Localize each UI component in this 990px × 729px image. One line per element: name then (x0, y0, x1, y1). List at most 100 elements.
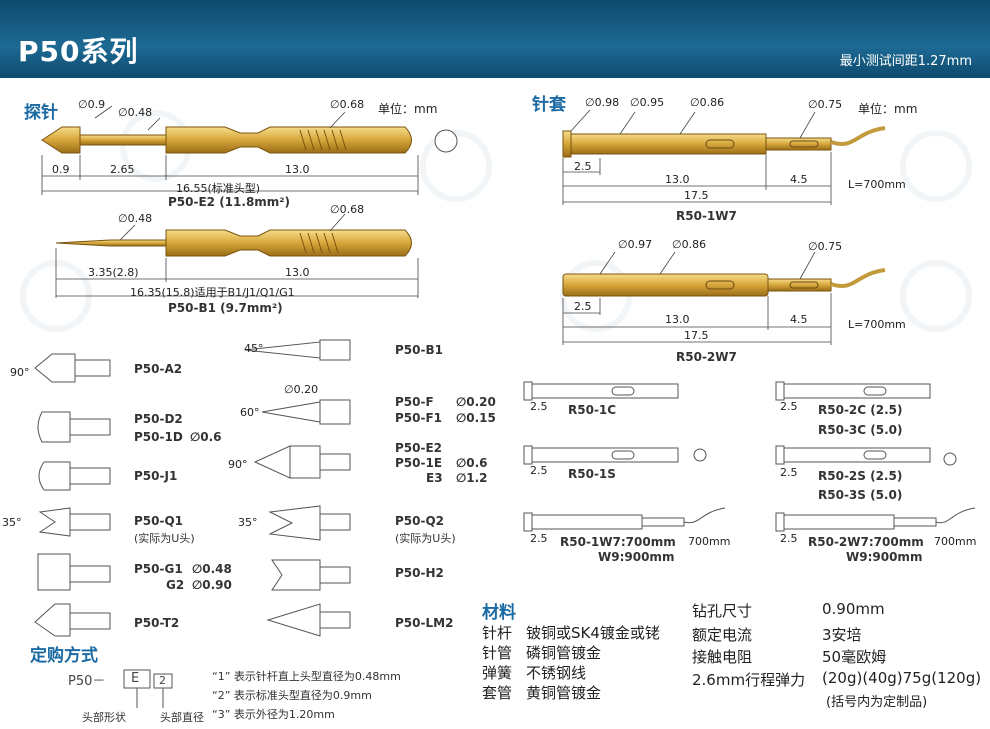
r1c-dim: 2.5 (530, 400, 548, 413)
sleeve-unit: 单位：mm (858, 102, 918, 116)
lm2-name: P50-LM2 (395, 616, 454, 630)
b1-model-name: P50-B1 (9.7mm²) (168, 301, 283, 315)
e2-dim2: 2.65 (110, 163, 135, 176)
g1-value: ∅0.48 (192, 562, 232, 576)
ordering-box-shape: E (131, 671, 140, 686)
r2w7-wire: L=700mm (848, 318, 906, 331)
material-value: 黄铜管镀金 (526, 684, 602, 702)
b1-total: 16.35(15.8)适用于B1/J1/Q1/G1 (130, 286, 295, 299)
head-shapes (34, 339, 351, 637)
r2s-dim: 2.5 (780, 466, 798, 479)
sm-r1w7-name: R50-1W7:700mm (560, 535, 676, 549)
q2-name: P50-Q2 (395, 514, 445, 528)
d2-diameter: ∅0.6 (190, 430, 222, 444)
r2w7-d3: ∅0.75 (808, 240, 843, 253)
page-header: P50系列 最小测试间距1.27mm (0, 0, 990, 78)
e2-model-name: P50-E2 (11.8mm²) (168, 195, 291, 209)
material-key: 针管 (482, 644, 513, 662)
e2-head-name: P50-E2 (395, 441, 443, 455)
b1-dim1: 3.35(2.8) (88, 266, 139, 279)
spec-value: (20g)(40g)75g(120g) (822, 669, 982, 687)
r1w7-d4: ∅0.75 (808, 98, 843, 111)
r3c-name: R50-3C (5.0) (818, 423, 903, 437)
ordering-note-2: “2” 表示标准头型直径为0.9mm (212, 689, 372, 702)
r2w7-d1: ∅0.97 (618, 238, 653, 251)
min-pitch-text: 最小测试间距1.27mm (839, 54, 972, 69)
q1-angle: 35° (2, 516, 22, 529)
d2-name2: P50-1D (134, 430, 183, 444)
b1-d2: ∅0.68 (330, 203, 365, 216)
ordering-prefix: P50－ (68, 674, 106, 689)
e2-dim1: 0.9 (52, 163, 70, 176)
r1w7-dim1: 2.5 (574, 160, 592, 173)
r1w7-dim3: 4.5 (790, 173, 808, 186)
b1-dim2: 13.0 (285, 266, 310, 279)
e1-value: ∅0.6 (456, 456, 488, 470)
r2w7-d2: ∅0.86 (672, 238, 707, 251)
spec-value: 50毫欧姆 (822, 648, 887, 666)
r2w7-dim2: 13.0 (665, 313, 690, 326)
q2-note: (实际为U头) (395, 532, 456, 545)
r1w7-d1: ∅0.98 (585, 96, 620, 109)
r1c-name: R50-1C (568, 403, 617, 417)
a2-angle: 90° (10, 366, 30, 379)
spec-value: 3安培 (822, 626, 862, 644)
ordering-label-shape: 头部形状 (82, 711, 126, 724)
sleeve-section-title: 针套 (532, 95, 566, 115)
spec-key: 接触电阻 (692, 648, 753, 666)
f-name: P50-F (395, 395, 434, 409)
r1w7-wire: L=700mm (848, 178, 906, 191)
spec-value: 0.90mm (822, 600, 885, 618)
probe-b1-drawing (55, 213, 419, 298)
ordering-title: 定购方式 (30, 646, 98, 666)
sm-r2w9-name: W9:900mm (846, 550, 923, 564)
material-key: 针杆 (482, 624, 513, 642)
r1w7-d2: ∅0.95 (630, 96, 665, 109)
probe-section-title: 探针 (24, 103, 58, 123)
r1w7-total: 17.5 (684, 189, 709, 202)
r2w7-dim3: 4.5 (790, 313, 808, 326)
f1-name: P50-F1 (395, 411, 443, 425)
ordering-box-diameter: 2 (159, 674, 166, 687)
material-value: 不锈钢线 (526, 664, 587, 682)
e3-head-name: E3 (426, 471, 443, 485)
e2-total: 16.55(标准头型) (176, 182, 261, 195)
q1-name: P50-Q1 (134, 514, 184, 528)
q1-note: (实际为U头) (134, 532, 195, 545)
sleeve-r2w7-drawing (562, 251, 886, 345)
material-value: 铍铜或SK4镀金或铑 (526, 624, 660, 642)
g1-name: P50-G1 (134, 562, 183, 576)
sleeve-r1w7-drawing (562, 109, 886, 205)
sm-r1w9-name: W9:900mm (598, 550, 675, 564)
spec-key: 额定电流 (692, 626, 753, 644)
f-diameter: ∅0.20 (284, 383, 319, 396)
spec-note: (括号内为定制品) (826, 695, 928, 710)
r1s-name: R50-1S (568, 467, 616, 481)
small-sleeves (523, 381, 976, 532)
spec-key: 2.6mm行程弹力 (692, 671, 806, 689)
b1-d1: ∅0.48 (118, 212, 153, 225)
sm-r1w7-wire: 700mm (688, 535, 731, 548)
material-value: 磷铜管镀金 (526, 644, 602, 662)
e1-head-name: P50-1E (395, 456, 443, 470)
f-angle: 60° (240, 406, 260, 419)
sm-r1w7-dim: 2.5 (530, 532, 548, 545)
e2-d3: ∅0.68 (330, 98, 365, 111)
a2-name: P50-A2 (134, 362, 183, 376)
materials-title: 材料 (482, 603, 516, 623)
r2w7-total: 17.5 (684, 329, 709, 342)
t2-name: P50-T2 (134, 616, 180, 630)
ordering-note-1: “1” 表示针杆直上头型直径为0.48mm (212, 670, 401, 683)
f-value: ∅0.20 (456, 395, 496, 409)
e2-d2: ∅0.48 (118, 106, 153, 119)
g2-name: G2 (166, 578, 185, 592)
b1-head-name: P50-B1 (395, 343, 443, 357)
r1w7-model-name: R50-1W7 (676, 209, 737, 223)
sm-r2w7-dim: 2.5 (780, 532, 798, 545)
sm-r2w7-wire: 700mm (934, 535, 977, 548)
r3s-name: R50-3S (5.0) (818, 488, 903, 502)
probe-e2-drawing (41, 105, 458, 195)
e2-head-angle: 90° (228, 458, 248, 471)
e2-d1: ∅0.9 (78, 98, 106, 111)
r1w7-d3: ∅0.86 (690, 96, 725, 109)
